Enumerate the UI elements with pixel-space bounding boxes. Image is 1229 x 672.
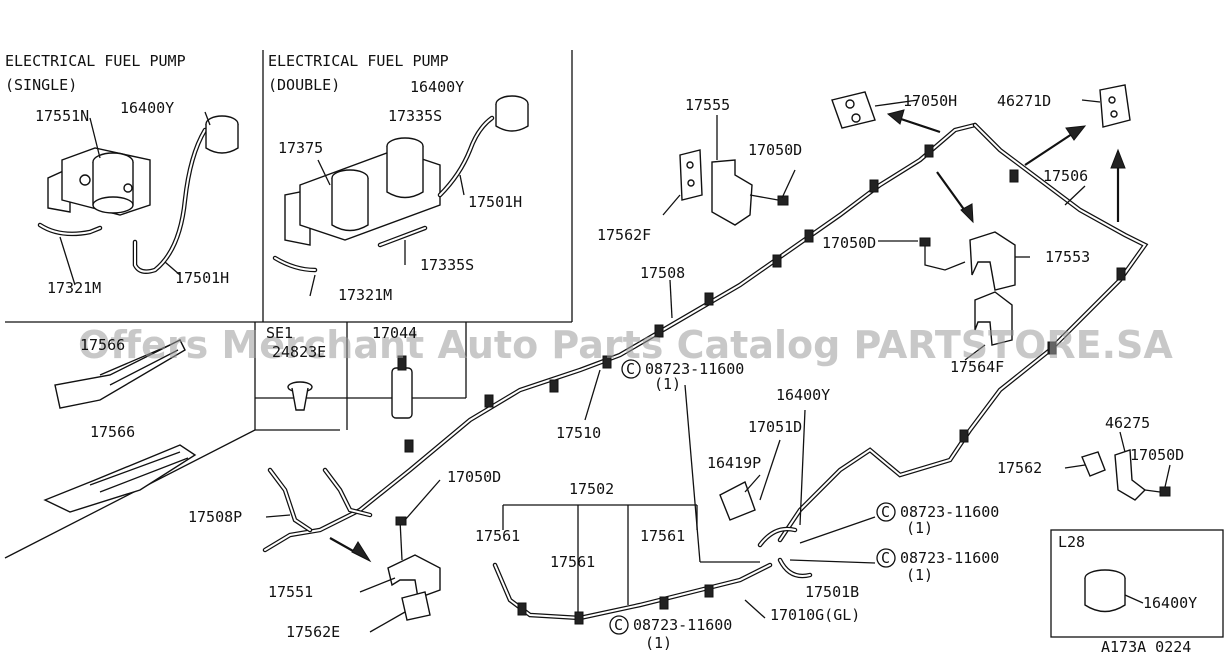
label-16400y-single: 16400Y (120, 99, 174, 117)
bracket-17564f (974, 291, 1013, 346)
label-17506: 17506 (1043, 167, 1088, 185)
protector-17566-upper (54, 339, 186, 409)
clip-24823e (287, 381, 313, 411)
panel-borders (4, 50, 1224, 638)
label-46275: 46275 (1105, 414, 1150, 432)
circle-c-marker-4 (609, 615, 629, 635)
label-17501h-double: 17501H (468, 193, 522, 211)
circle-c-letter-3: C (881, 549, 890, 567)
label-46271d: 46271D (997, 92, 1051, 110)
label-17050d-right: 17050D (1130, 446, 1184, 464)
filter-16400y-l28 (1084, 569, 1126, 613)
circle-c-letter-4: C (614, 616, 623, 634)
label-17375: 17375 (278, 139, 323, 157)
label-17501h-single: 17501H (175, 269, 229, 287)
label-17566-upper: 17566 (80, 336, 125, 354)
circle-c-marker-1 (621, 359, 641, 379)
pipe-clips (404, 144, 1126, 453)
label-17510: 17510 (556, 424, 601, 442)
label-17321m-single: 17321M (47, 279, 101, 297)
circle-c-marker-3 (876, 548, 896, 568)
label-17501b: 17501B (805, 583, 859, 601)
main-fuel-pipe (262, 122, 1149, 553)
direction-arrows (329, 109, 1126, 563)
circle-c-letter-1: C (626, 360, 635, 378)
label-17010g: 17010G(GL) (770, 606, 860, 624)
label-08723-b: 08723-11600 (900, 503, 999, 521)
double-pump-assembly (272, 95, 529, 297)
diagram-code: A173A 0224 (1101, 638, 1191, 656)
bracket-17551 (387, 516, 441, 621)
label-17562f: 17562F (597, 226, 651, 244)
label-17321m-double: 17321M (338, 286, 392, 304)
label-17555: 17555 (685, 96, 730, 114)
label-17561-right: 17561 (640, 527, 685, 545)
watermark-text: Offers Merchant Auto Parts Catalog PARTS… (78, 323, 1173, 367)
label-17050d-top: 17050D (748, 141, 802, 159)
label-16400y-center: 16400Y (776, 386, 830, 404)
label-08723-c-qty: (1) (906, 566, 933, 584)
label-24823e: 24823E (272, 343, 326, 361)
label-17335s-lower: 17335S (420, 256, 474, 274)
single-pump-title: ELECTRICAL FUEL PUMP (5, 52, 186, 70)
label-se1: SE1 (266, 324, 293, 342)
single-pump-assembly (37, 111, 239, 286)
bracket-46275 (1081, 449, 1171, 501)
single-pump-subtitle: (SINGLE) (5, 76, 77, 94)
label-08723-b-qty: (1) (906, 519, 933, 537)
label-17551: 17551 (268, 583, 313, 601)
label-17564f: 17564F (950, 358, 1004, 376)
grommet-17050h (831, 91, 876, 129)
label-17502: 17502 (569, 480, 614, 498)
label-17566-lower: 17566 (90, 423, 135, 441)
label-17553: 17553 (1045, 248, 1090, 266)
return-pipe-17502 (492, 562, 773, 625)
label-17050d-mid: 17050D (822, 234, 876, 252)
part-labels: 17551N 16400Y 17321M 17501H 16400Y 17335… (35, 78, 1197, 656)
label-17051d: 17051D (748, 418, 802, 436)
label-08723-a: 08723-11600 (645, 360, 744, 378)
grommet-46271d (1099, 84, 1131, 128)
label-08723-d: 08723-11600 (633, 616, 732, 634)
label-17551n: 17551N (35, 107, 89, 125)
circle-c-letter-2: C (881, 503, 890, 521)
circle-c-marker-2 (876, 502, 896, 522)
label-08723-a-qty: (1) (654, 375, 681, 393)
protector-17566-lower (43, 444, 197, 513)
filter-17044 (391, 355, 413, 419)
label-17508p: 17508P (188, 508, 242, 526)
label-17561-center: 17561 (550, 553, 595, 571)
label-17561-left: 17561 (475, 527, 520, 545)
leader-lines (265, 99, 1171, 633)
label-17050d-bottom: 17050D (447, 468, 501, 486)
label-17562: 17562 (997, 459, 1042, 477)
label-17335s-upper: 17335S (388, 107, 442, 125)
label-17562e: 17562E (286, 623, 340, 641)
label-16400y-double: 16400Y (410, 78, 464, 96)
label-17050h: 17050H (903, 92, 957, 110)
label-16419p: 16419P (707, 454, 761, 472)
double-pump-title: ELECTRICAL FUEL PUMP (268, 52, 449, 70)
label-08723-c: 08723-11600 (900, 549, 999, 567)
double-pump-subtitle: (DOUBLE) (268, 76, 340, 94)
label-17044: 17044 (372, 324, 417, 342)
label-16400y-l28: 16400Y (1143, 594, 1197, 612)
label-08723-d-qty: (1) (645, 634, 672, 652)
l28-panel-title: L28 (1058, 533, 1085, 551)
bracket-17555 (679, 149, 789, 226)
label-17508: 17508 (640, 264, 685, 282)
bracket-17553 (919, 231, 1016, 291)
